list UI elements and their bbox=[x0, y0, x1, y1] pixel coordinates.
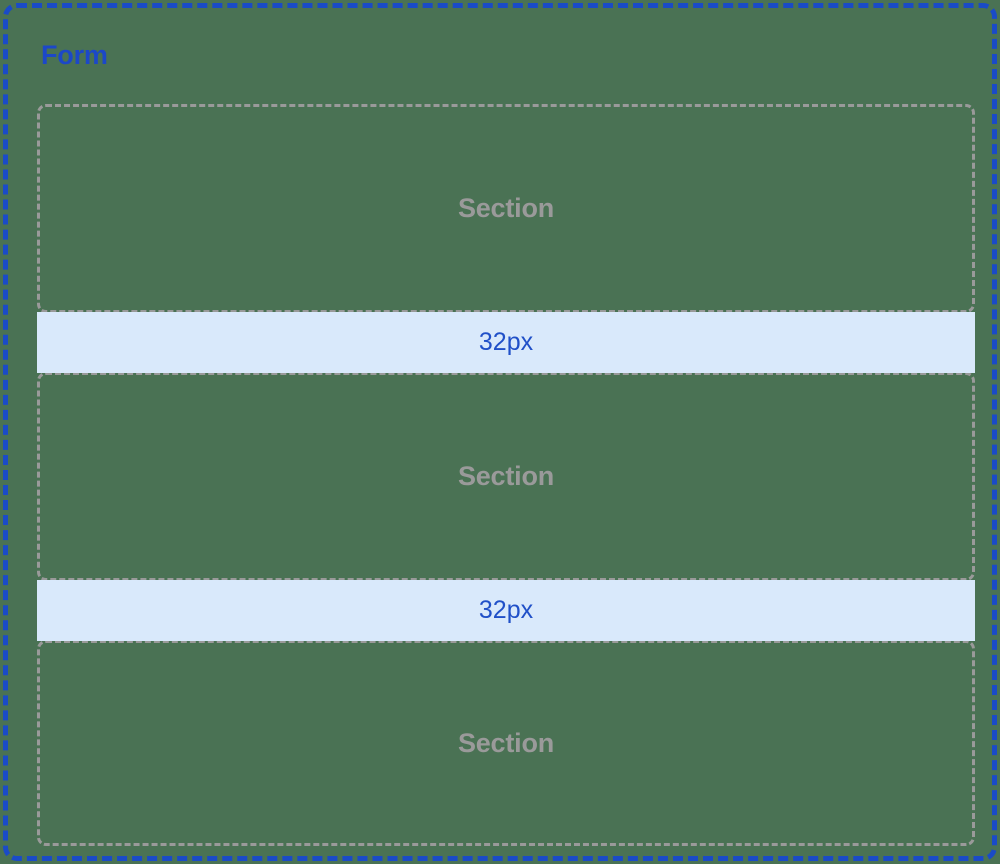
spacing-value-label: 32px bbox=[478, 596, 534, 624]
section-box[interactable]: Section bbox=[37, 104, 975, 313]
section-label: Section bbox=[457, 193, 555, 223]
spacing-annotation-band: 32px bbox=[37, 312, 975, 373]
section-label: Section bbox=[457, 727, 555, 758]
spacing-value-label: 32px bbox=[478, 328, 534, 356]
section-box[interactable]: Section bbox=[37, 640, 975, 846]
spacing-annotation-band: 32px bbox=[37, 580, 975, 641]
section-label: Section bbox=[457, 461, 555, 491]
page-title: Form bbox=[41, 40, 108, 70]
sections-stack: Section 32px Section 32px Section bbox=[37, 104, 975, 846]
form-container: Form Section 32px Section 32px Section bbox=[3, 3, 997, 861]
section-box[interactable]: Section bbox=[37, 372, 975, 581]
